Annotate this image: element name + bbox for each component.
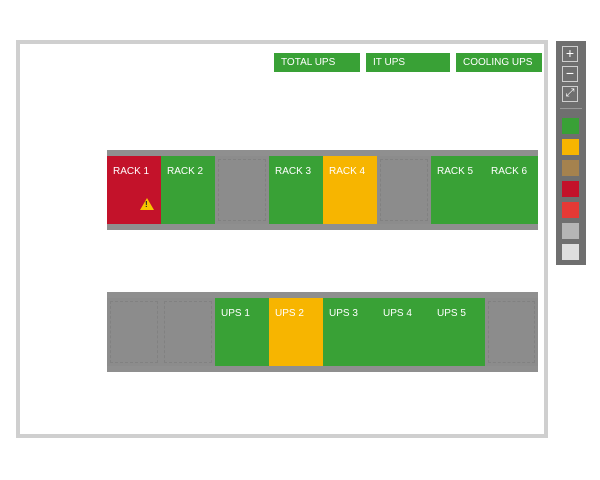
rack-label: RACK 4: [329, 166, 366, 177]
ups-label: UPS 4: [383, 308, 412, 319]
color-swatch[interactable]: [562, 223, 579, 239]
floor-plan-panel: TOTAL UPS IT UPS COOLING UPS RACK 1!RACK…: [16, 40, 548, 438]
rack-label: RACK 3: [275, 166, 312, 177]
color-swatch[interactable]: [562, 181, 579, 197]
map-toolbar: + − ⤢: [556, 41, 586, 265]
ups-ups-3[interactable]: UPS 3: [323, 298, 377, 366]
warning-icon[interactable]: !: [140, 198, 154, 210]
fit-view-button[interactable]: ⤢: [562, 86, 578, 102]
color-swatch[interactable]: [562, 118, 579, 134]
rack-rack-5[interactable]: RACK 5: [431, 156, 485, 224]
color-swatch[interactable]: [562, 202, 579, 218]
ups-label: UPS 2: [275, 308, 304, 319]
zoom-out-button[interactable]: −: [562, 66, 578, 82]
ups-row: UPS 1 UPS 2 UPS 3 UPS 4 UPS 5: [107, 292, 538, 372]
rack-empty-slot: [377, 156, 431, 224]
rack-label: RACK 5: [437, 166, 474, 177]
color-swatch[interactable]: [562, 139, 579, 155]
total-ups-button[interactable]: TOTAL UPS: [274, 53, 360, 72]
rack-label: RACK 2: [167, 166, 204, 177]
zoom-in-button[interactable]: +: [562, 46, 578, 62]
rack-row: RACK 1! RACK 2 RACK 3 RACK 4 RACK 5 RACK 6: [107, 150, 538, 230]
rack-rack-1[interactable]: RACK 1!: [107, 156, 161, 224]
rack-rack-3[interactable]: RACK 3: [269, 156, 323, 224]
ups-label: UPS 3: [329, 308, 358, 319]
color-swatch[interactable]: [562, 244, 579, 260]
ups-label: UPS 5: [437, 308, 466, 319]
rack-empty-slot: [215, 156, 269, 224]
ups-ups-1[interactable]: UPS 1: [215, 298, 269, 366]
rack-rack-6[interactable]: RACK 6: [485, 156, 538, 224]
cooling-ups-button[interactable]: COOLING UPS: [456, 53, 542, 72]
rack-rack-2[interactable]: RACK 2: [161, 156, 215, 224]
rack-rack-4[interactable]: RACK 4: [323, 156, 377, 224]
it-ups-button[interactable]: IT UPS: [366, 53, 450, 72]
ups-ups-5[interactable]: UPS 5: [431, 298, 485, 366]
toolbar-divider: [560, 108, 582, 109]
rack-label: RACK 6: [491, 166, 528, 177]
ups-empty-slot: [485, 298, 538, 366]
ups-empty-slot: [161, 298, 215, 366]
ups-empty-slot: [107, 298, 161, 366]
ups-ups-4[interactable]: UPS 4: [377, 298, 431, 366]
rack-label: RACK 1: [113, 166, 150, 177]
ups-ups-2[interactable]: UPS 2: [269, 298, 323, 366]
ups-label: UPS 1: [221, 308, 250, 319]
color-swatch[interactable]: [562, 160, 579, 176]
